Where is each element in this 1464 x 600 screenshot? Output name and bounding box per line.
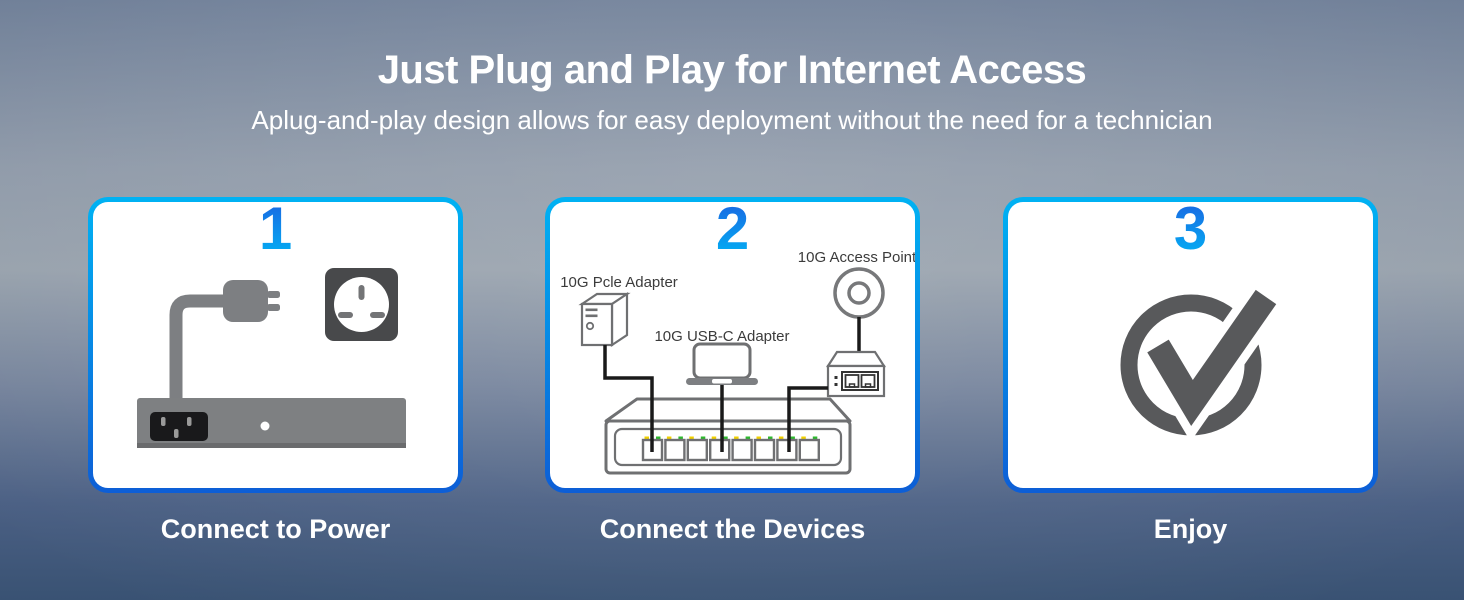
checkmark — [1147, 289, 1277, 427]
step-2-card: 2 10G Pcle Adapter 10G USB-C Adapter 10G… — [545, 197, 920, 493]
power-plug-outlet-icon — [137, 268, 406, 448]
injector-to-switch-wire — [787, 386, 828, 452]
access-point-icon — [833, 267, 885, 319]
power-inlet — [150, 412, 208, 441]
outlet-face — [334, 277, 389, 332]
step-1-number: 1 — [93, 202, 458, 262]
usbc-adapter-label: 10G USB-C Adapter — [654, 328, 789, 345]
outlet-slot-top — [358, 285, 365, 300]
network-switch-icon — [604, 397, 852, 475]
step-3-card: 3 — [1003, 197, 1378, 493]
poe-injector-icon — [825, 350, 887, 398]
power-cord — [169, 294, 227, 400]
pcie-adapter-label: 10G Pcle Adapter — [560, 274, 678, 291]
step-2-number: 2 — [550, 202, 915, 262]
checkmark-circle-icon — [1120, 284, 1284, 442]
switch-devices-diagram: 10G Pcle Adapter 10G USB-C Adapter 10G A… — [560, 249, 915, 475]
step-3-caption: Enjoy — [1153, 514, 1228, 544]
panel-screw-dot — [260, 421, 270, 431]
step-1-card-inner: 1 — [93, 202, 458, 488]
plug-prong-top — [267, 291, 280, 298]
page-title: Just Plug and Play for Internet Access — [377, 48, 1087, 92]
step-2-card-inner: 2 10G Pcle Adapter 10G USB-C Adapter 10G… — [550, 202, 915, 488]
pc-tower-icon — [578, 291, 631, 348]
laptop-icon — [686, 342, 758, 385]
power-plug-body — [223, 280, 268, 322]
step-1-card: 1 — [88, 197, 463, 493]
pc-to-switch-wire — [603, 345, 654, 452]
outlet-slot-right — [370, 312, 385, 318]
step-3-card-inner: 3 — [1008, 202, 1373, 488]
device-bottom-edge — [137, 443, 406, 448]
inlet-pin-left — [161, 417, 166, 426]
step-2-caption: Connect the Devices — [599, 514, 866, 544]
plug-prong-bottom — [267, 304, 280, 311]
step-3-number: 3 — [1008, 202, 1373, 262]
step-1-caption: Connect to Power — [160, 514, 391, 544]
inlet-pin-right — [187, 417, 192, 426]
inlet-pin-bottom — [174, 429, 179, 438]
access-point-label: 10G Access Point — [798, 249, 915, 266]
page-subtitle: Aplug-and-play design allows for easy de… — [251, 105, 1213, 135]
outlet-slot-left — [338, 312, 353, 318]
